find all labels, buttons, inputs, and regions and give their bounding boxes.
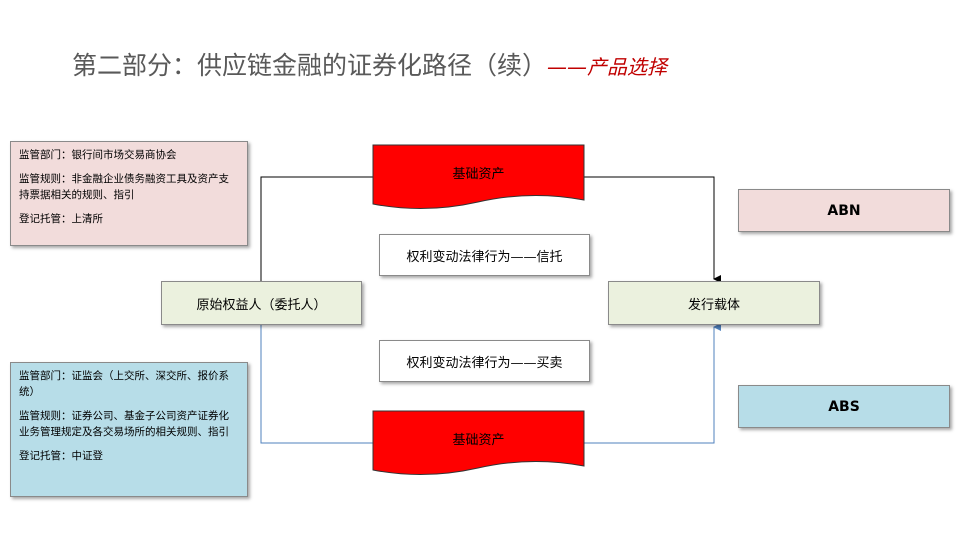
asset-top-label: 基础资产 bbox=[452, 167, 505, 182]
page-title-main: 第二部分：供应链金融的证券化路径（续） bbox=[72, 51, 548, 80]
page-title-sub: ——产品选择 bbox=[547, 55, 668, 79]
page-title: 第二部分：供应链金融的证券化路径（续）——产品选择 bbox=[72, 46, 667, 82]
abs-rules: 监管规则：证券公司、基金子公司资产证券化业务管理规定及各交易场所的相关规则、指引 bbox=[19, 410, 229, 438]
abs-regulation-box: 监管部门：证监会（上交所、深交所、报价系统） 监管规则：证券公司、基金子公司资产… bbox=[10, 362, 248, 497]
sale-label: 权利变动法律行为——买卖 bbox=[379, 340, 590, 382]
originator-node: 原始权益人（委托人） bbox=[161, 281, 362, 325]
abn-custody: 登记托管：上清所 bbox=[19, 213, 103, 225]
asset-bottom-label: 基础资产 bbox=[452, 433, 505, 448]
asset-top-shape bbox=[372, 144, 585, 210]
abn-regulation-box: 监管部门：银行间市场交易商协会 监管规则：非金融企业债务融资工具及资产支持票据相… bbox=[10, 141, 248, 246]
abn-product-box: ABN bbox=[738, 189, 950, 232]
abs-regulator: 监管部门：证监会（上交所、深交所、报价系统） bbox=[19, 370, 229, 398]
abs-product-box: ABS bbox=[738, 385, 950, 428]
abn-rules: 监管规则：非金融企业债务融资工具及资产支持票据相关的规则、指引 bbox=[19, 173, 229, 201]
issuer-node: 发行载体 bbox=[608, 281, 820, 325]
abs-custody: 登记托管：中证登 bbox=[19, 450, 103, 462]
abn-regulator: 监管部门：银行间市场交易商协会 bbox=[19, 149, 177, 161]
trust-label: 权利变动法律行为——信托 bbox=[379, 234, 590, 276]
asset-bottom-shape bbox=[372, 410, 585, 476]
